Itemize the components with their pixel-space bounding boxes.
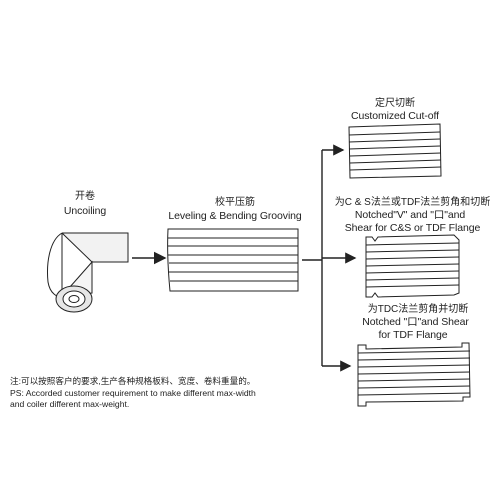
leveling-label-en: Leveling & Bending Grooving [168, 210, 302, 222]
leveled-sheet [167, 228, 299, 292]
footnote-en1: PS: Accorded customer requirement to mak… [10, 387, 256, 398]
cutoff-sheet [348, 123, 442, 179]
footnote-en2: and coiler different max-weight. [10, 399, 130, 409]
branch-arrows [302, 144, 357, 372]
notched-v-label-en1: Notched"V" and "口"and [354, 209, 466, 221]
notched-tdc-label-cn: 为TDC法兰剪角并切断 [367, 304, 469, 315]
notched-tdc-label-en1: Notched "口"and Shear [362, 316, 469, 328]
leveling-label-cn: 校平压筋 [215, 197, 255, 208]
notched-tdc-sheet [357, 342, 471, 407]
notched-v-label-cn: 为C & S法兰或TDF法兰剪角和切断 [334, 197, 491, 208]
cutoff-label-en: Customized Cut-off [351, 110, 439, 122]
notched-tdc-label-en2: for TDF Flange [378, 329, 448, 341]
uncoiling-label-cn: 开卷 [75, 191, 95, 202]
notched-v-label-en2: Shear for C&S or TDF Flange [344, 222, 481, 234]
footnote-cn: 注:可以按照客户的要求,生产各种规格板料、宽度、卷料重量的。 [10, 376, 256, 386]
footnote: 注:可以按照客户的要求,生产各种规格板料、宽度、卷料重量的。 PS: Accor… [10, 376, 256, 411]
cutoff-label-cn: 定尺切断 [375, 98, 415, 109]
notched-v-sheet [365, 234, 460, 298]
uncoiling-label-en: Uncoiling [63, 205, 107, 217]
coil-icon [47, 232, 129, 313]
